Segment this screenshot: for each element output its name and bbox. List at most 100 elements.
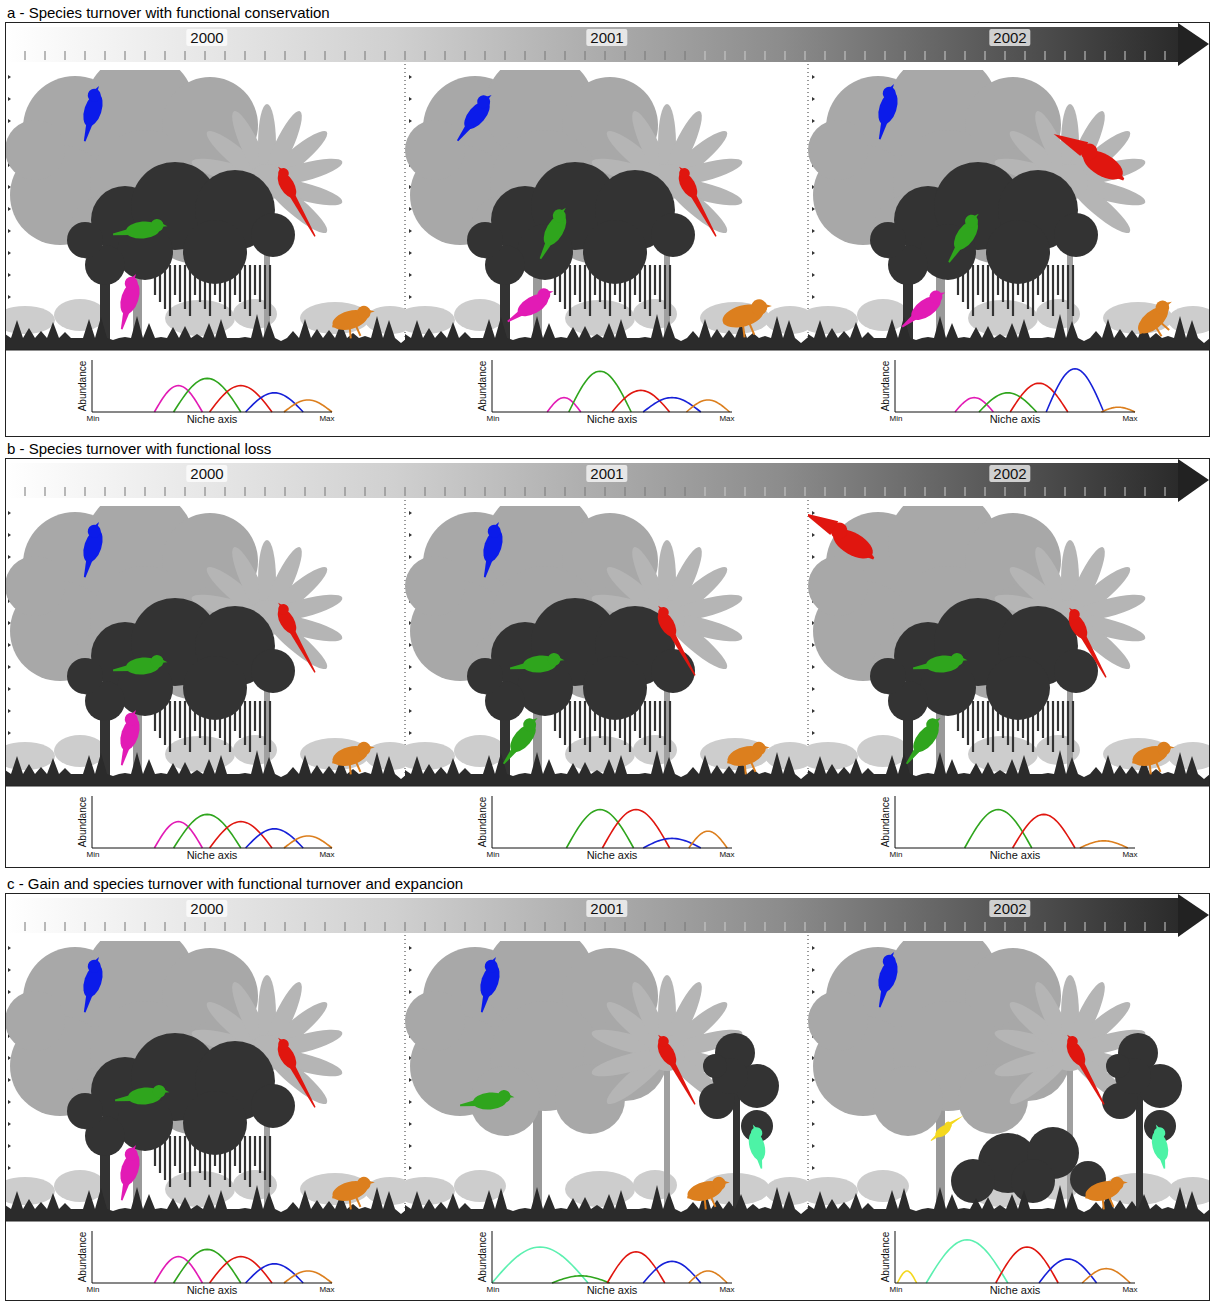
edge-marker <box>812 229 815 233</box>
fern-shrub <box>365 306 405 334</box>
hanging-root <box>1057 701 1059 731</box>
timeline-tick <box>525 51 526 60</box>
edge-marker <box>8 295 11 299</box>
timeline-tick <box>925 51 926 60</box>
abundance-curve <box>547 398 581 412</box>
timeline-tick <box>645 922 646 931</box>
edge-marker <box>812 511 815 515</box>
timeline-bar <box>6 898 1181 933</box>
year-label: 2000 <box>186 465 227 482</box>
timeline-tick <box>1045 51 1046 60</box>
bird-beak <box>938 290 945 296</box>
year-label: 2000 <box>186 900 227 917</box>
bird-head <box>1153 298 1172 317</box>
abundance-curve <box>210 1257 272 1283</box>
x-axis <box>492 412 732 413</box>
timeline-tick <box>585 487 586 496</box>
timeline-tick <box>405 922 406 931</box>
edge-marker <box>812 533 815 537</box>
axis-title: Niche axis <box>990 414 1041 425</box>
timeline-tick <box>385 51 386 60</box>
edge-marker <box>409 295 412 299</box>
axis-min: Min <box>890 415 903 423</box>
timeline-tick <box>645 487 646 496</box>
understory-canopy <box>986 220 1050 284</box>
canopy-blob <box>470 1066 540 1136</box>
y-axis <box>492 796 493 848</box>
forest-scene <box>808 506 1210 786</box>
hanging-root <box>574 701 576 731</box>
timeline-tick <box>605 922 606 931</box>
timeline-tick <box>565 51 566 60</box>
bird-head <box>750 1126 764 1140</box>
niche-chart <box>492 360 732 412</box>
hanging-root <box>169 701 171 752</box>
hanging-root <box>244 701 246 745</box>
edge-marker <box>409 273 412 277</box>
understory-canopy <box>183 656 247 720</box>
edge-marker <box>8 731 11 735</box>
timeline-tick <box>1065 51 1066 60</box>
timeline-tick <box>945 487 946 496</box>
bird-figure <box>1062 604 1114 680</box>
timeline-tick <box>45 922 46 931</box>
niche-chart <box>895 360 1135 412</box>
bird-beak <box>560 206 566 213</box>
fern-shrub <box>857 299 909 331</box>
axis-title: Niche axis <box>990 1285 1041 1296</box>
abundance-curve <box>174 378 241 412</box>
timeline-tick <box>885 487 886 496</box>
hanging-root <box>664 701 666 745</box>
timeline-tick <box>425 922 426 931</box>
edge-marker <box>409 1100 412 1104</box>
axis-min: Min <box>890 851 903 859</box>
abundance-curve <box>689 1271 727 1283</box>
bird-beak <box>764 302 772 308</box>
hanging-root <box>169 265 171 316</box>
timeline-tick <box>545 487 546 496</box>
bird-figure <box>1129 739 1180 778</box>
timeline-tick <box>165 922 166 931</box>
bird-beak <box>934 716 941 723</box>
bird-tail <box>288 1062 318 1108</box>
bird-figure <box>502 284 559 327</box>
timeline-tick <box>845 922 846 931</box>
timeline-tick <box>445 487 446 496</box>
timeline-tick <box>265 922 266 931</box>
bird-figure <box>912 652 968 675</box>
hanging-root <box>174 701 176 731</box>
abundance-curve <box>246 829 304 848</box>
forest-scene <box>808 70 1210 350</box>
timeline-tick <box>965 487 966 496</box>
bird-figure <box>114 1084 170 1107</box>
timeline-tick <box>185 51 186 60</box>
timeline-tick <box>445 51 446 60</box>
timeline-tick <box>405 51 406 60</box>
bird-beak <box>131 1144 136 1151</box>
timeline-tick <box>585 922 586 931</box>
hanging-root <box>259 1136 261 1173</box>
bird-figure <box>720 296 778 341</box>
hanging-root <box>249 1136 251 1187</box>
right-tree-canopy <box>1144 1110 1176 1142</box>
edge-marker <box>409 687 412 691</box>
timeline-tick <box>685 922 686 931</box>
axis-max: Max <box>319 1286 334 1294</box>
bird-beak <box>961 657 967 661</box>
timeline-tick <box>665 51 666 60</box>
forest-scene <box>5 941 405 1221</box>
bird-beak <box>1156 1124 1161 1130</box>
timeline-tick <box>25 51 26 60</box>
timeline-tick <box>285 922 286 931</box>
hanging-root <box>664 265 666 309</box>
bird-figure <box>74 84 109 144</box>
timeline-arrowhead <box>1178 894 1209 937</box>
x-axis <box>92 1283 332 1284</box>
bird-head <box>656 1034 671 1049</box>
timeline-tick <box>305 922 306 931</box>
timeline-tick <box>85 51 86 60</box>
canopy-blob <box>873 1066 943 1136</box>
bird-figure <box>898 713 949 768</box>
edge-marker <box>812 273 815 277</box>
timeline-tick <box>865 51 866 60</box>
